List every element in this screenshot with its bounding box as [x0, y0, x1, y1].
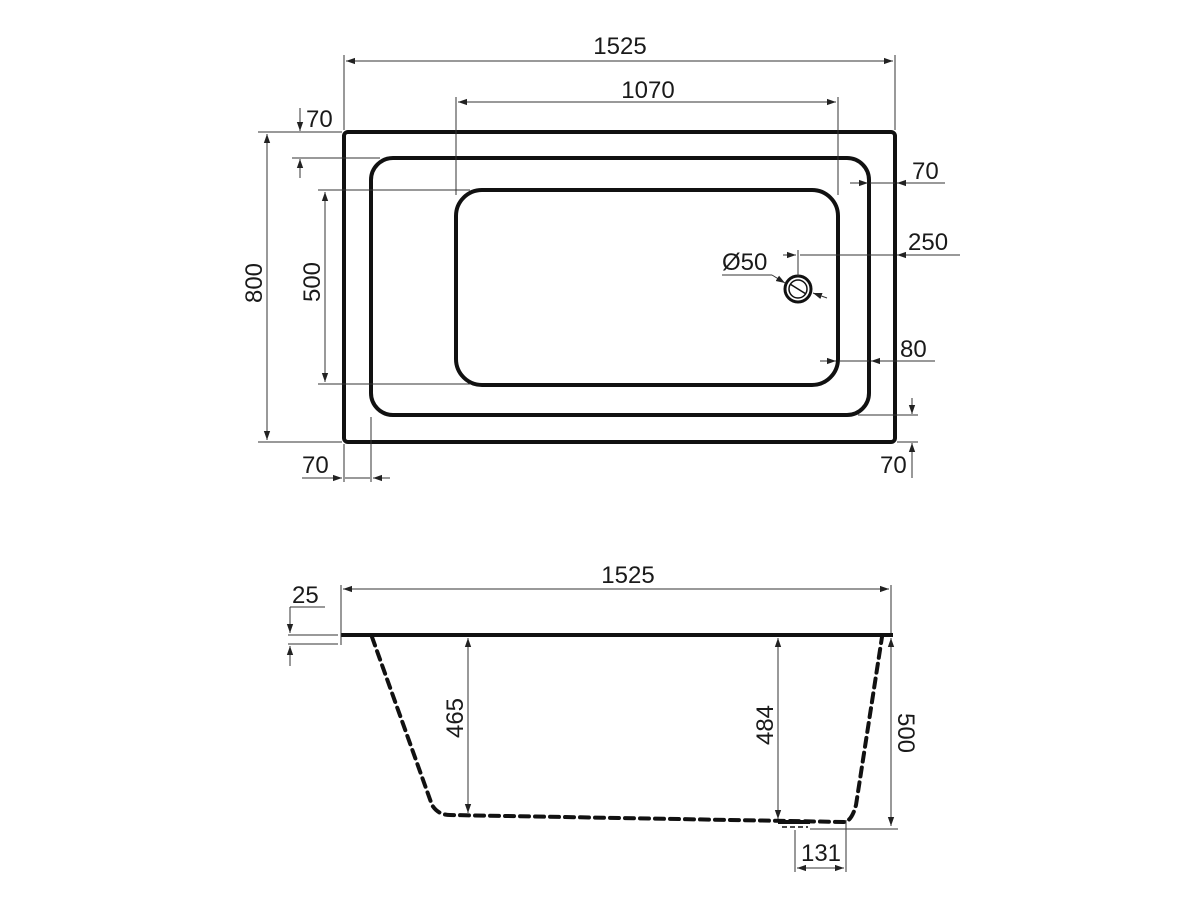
label-bottom-rim: 70: [880, 452, 907, 479]
dim-side-length: 1525: [340, 562, 892, 645]
dim-bottom-rim: 70: [858, 398, 918, 479]
drain-icon: [783, 274, 813, 304]
label-depth-drain: 484: [752, 705, 779, 745]
dim-depth-drain: 484: [752, 638, 782, 819]
dim-overall-height: 500: [810, 638, 919, 830]
label-top-rim: 70: [306, 106, 333, 133]
dim-drain-width: 131: [794, 820, 847, 872]
drain-outlet-icon: [778, 820, 810, 828]
label-inner-length: 1070: [621, 77, 674, 104]
outer-rim-outline: [342, 130, 897, 444]
top-view: 1525 1070 70 800 500: [241, 33, 960, 482]
dim-top-rim: 70: [258, 106, 380, 178]
label-left-rim: 70: [302, 452, 329, 479]
label-inner-width: 500: [299, 262, 326, 302]
dim-overall-width: 800: [241, 134, 342, 443]
label-overall-width: 800: [241, 263, 268, 303]
label-rim-thickness: 25: [292, 582, 319, 609]
dim-overall-length: 1525: [343, 33, 896, 130]
label-depth-left: 465: [442, 698, 469, 738]
dim-drain-diameter: Ø50: [722, 249, 828, 299]
label-overall-length: 1525: [593, 33, 646, 60]
basin-profile: [370, 635, 884, 825]
dim-inner-length: 1070: [455, 77, 839, 195]
label-drain-width: 131: [801, 840, 841, 867]
dim-rim-thickness: 25: [286, 582, 338, 666]
basin-rim-outline: [369, 156, 871, 417]
dim-inner-end-offset: 80: [820, 336, 935, 365]
dim-inner-width: 500: [299, 189, 470, 385]
label-drain-diameter: Ø50: [722, 249, 767, 276]
dim-right-rim: 70: [850, 158, 945, 187]
dim-drain-offset: 250: [783, 229, 960, 276]
label-overall-height: 500: [892, 713, 919, 753]
label-side-length: 1525: [601, 562, 654, 589]
label-inner-end-offset: 80: [900, 336, 927, 363]
dim-left-rim: 70: [302, 417, 390, 482]
dim-depth-left: 465: [442, 638, 472, 813]
label-right-rim: 70: [912, 158, 939, 185]
basin-floor-outline: [454, 188, 840, 387]
side-view: 1525 25 465 484 500: [286, 562, 919, 872]
label-drain-offset: 250: [908, 229, 948, 256]
